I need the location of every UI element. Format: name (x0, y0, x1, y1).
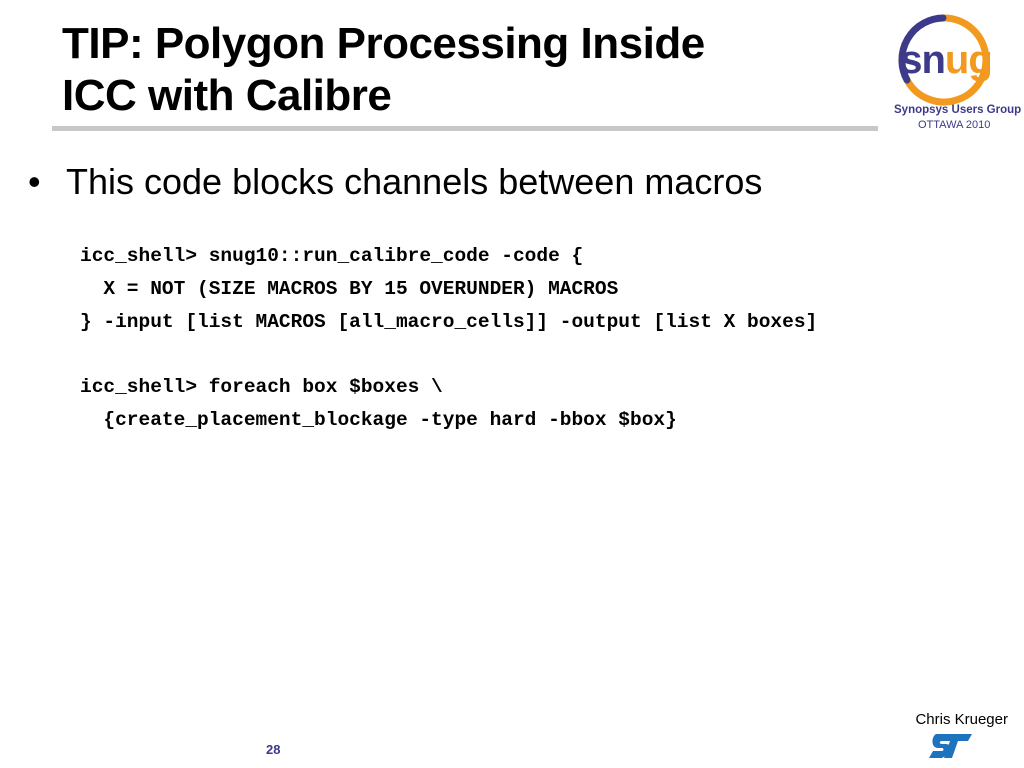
code-line: icc_shell> snug10::run_calibre_code -cod… (80, 245, 584, 267)
slide-title-line: ICC with Calibre (62, 71, 392, 120)
code-line: X = NOT (SIZE MACROS BY 15 OVERUNDER) MA… (80, 277, 619, 300)
snug-logo-caption: Synopsys Users Group (894, 104, 1022, 116)
code-line (80, 338, 817, 371)
bullet-text: This code blocks channels between macros (66, 161, 763, 202)
slide-title: TIP: Polygon Processing Inside ICC with … (62, 18, 862, 122)
slide-title-line: TIP: Polygon Processing Inside (62, 19, 705, 68)
page-number: 28 (266, 742, 281, 757)
code-block: icc_shell> snug10::run_calibre_code -cod… (80, 240, 817, 437)
snug-logo-word-part: ug (944, 37, 993, 82)
snug-logo-ring (898, 14, 989, 106)
code-line: } -input [list MACROS [all_macro_cells]]… (80, 310, 818, 333)
st-logo-icon (929, 734, 972, 758)
snug-logo-word-part: sn (900, 37, 946, 82)
author-name: Chris Krueger (915, 711, 1008, 728)
bullet-item: • This code blocks channels between macr… (28, 160, 762, 204)
code-line: icc_shell> foreach box $boxes \ (80, 376, 443, 399)
code-line: {create_placement_blockage -type hard -b… (80, 408, 677, 431)
title-divider (52, 126, 878, 131)
snug-logo-subcaption: OTTAWA 2010 (918, 119, 991, 131)
bullet-marker: • (28, 161, 41, 202)
